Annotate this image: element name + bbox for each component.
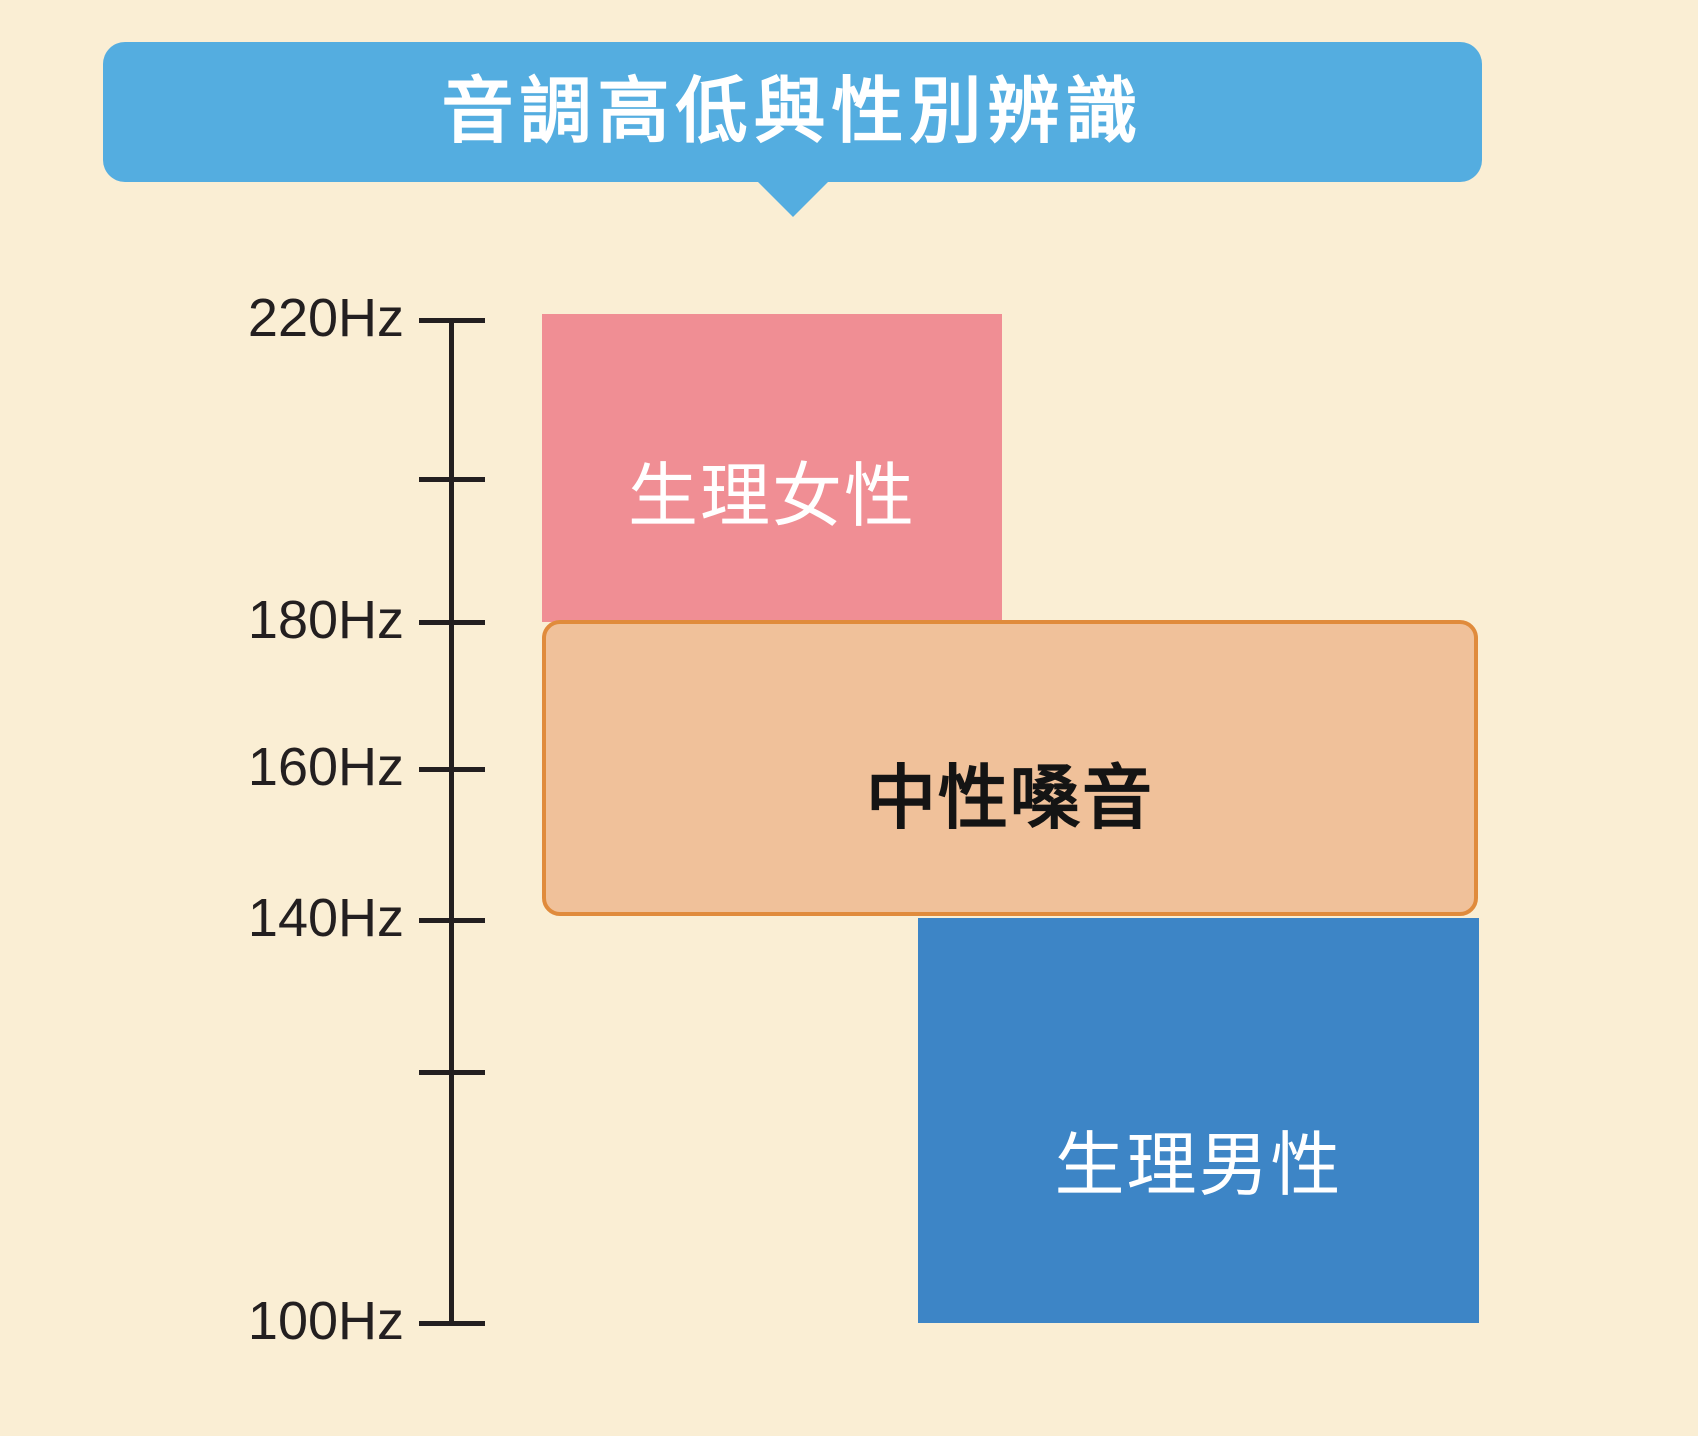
axis-tick-100 (419, 1321, 485, 1326)
axis-label-160hz: 160Hz (247, 737, 404, 797)
axis-label-180hz: 180Hz (247, 590, 404, 650)
range-label-neutral: 中性嗓音 (866, 759, 1154, 837)
axis-label-140hz: 140Hz (247, 888, 404, 948)
page-title: 音調高低與性別辨識 (441, 72, 1144, 152)
frequency-axis-line (449, 318, 454, 1326)
axis-tick-200 (419, 477, 485, 482)
axis-label-220hz: 220Hz (247, 288, 404, 348)
axis-label-100hz: 100Hz (247, 1291, 404, 1351)
axis-tick-140 (419, 918, 485, 923)
banner-pointer-tail (757, 181, 829, 217)
range-label-female: 生理女性 (628, 457, 916, 535)
axis-tick-160 (419, 767, 485, 772)
range-box-male: 生理男性 (918, 918, 1479, 1323)
range-box-neutral: 中性嗓音 (542, 620, 1478, 916)
axis-tick-220 (419, 318, 485, 323)
range-label-male: 生理男性 (1054, 1125, 1343, 1204)
axis-tick-180 (419, 620, 485, 625)
range-box-female: 生理女性 (542, 314, 1002, 622)
axis-tick-120 (419, 1070, 485, 1075)
title-banner: 音調高低與性別辨識 (103, 42, 1482, 182)
